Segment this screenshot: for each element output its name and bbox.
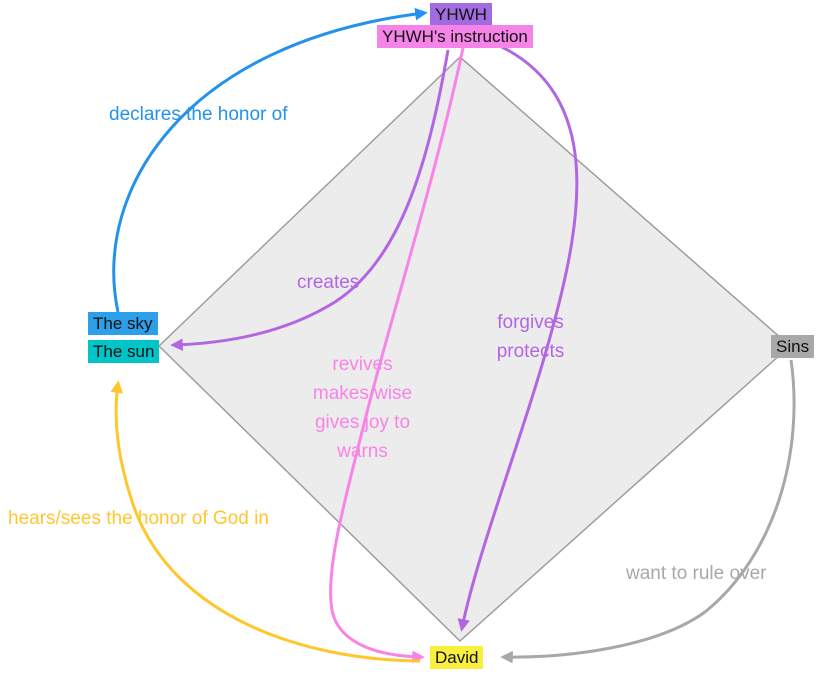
node-yhwh: YHWH <box>430 3 492 26</box>
edge-label-revives: revives makes wise gives joy to warns <box>280 350 445 466</box>
edge-declares-path <box>112 7 428 313</box>
diamond-background <box>159 57 790 641</box>
edge-label-rule: want to rule over <box>626 563 767 584</box>
node-yhwh-instruction: YHWH's instruction <box>377 25 533 48</box>
diamond-border <box>157 55 792 643</box>
edge-revives-path <box>329 47 465 664</box>
edge-label-hears: hears/sees the honor of God in <box>8 508 269 529</box>
edge-label-declares: declares the honor of <box>109 104 288 125</box>
edge-label-revives-line2: makes wise <box>312 383 413 404</box>
edge-label-revives-line1: revives <box>332 354 393 375</box>
edge-label-forgives: forgives protects <box>468 308 593 366</box>
edge-rule-path <box>500 359 796 664</box>
edge-creates-path <box>170 49 450 352</box>
edge-hears-path <box>110 380 421 663</box>
edge-label-forgives-line2: protects <box>496 341 565 362</box>
edge-label-forgives-line1: forgives <box>497 312 564 333</box>
edge-label-revives-line3: gives joy to <box>314 412 411 433</box>
edge-label-revives-line4: warns <box>337 441 388 462</box>
node-sins: Sins <box>771 335 815 358</box>
edge-label-creates: creates <box>297 272 360 293</box>
node-the-sun: The sun <box>88 340 160 363</box>
node-the-sky: The sky <box>88 312 158 335</box>
node-david: David <box>430 646 484 669</box>
edge-forgives-path <box>457 44 579 632</box>
